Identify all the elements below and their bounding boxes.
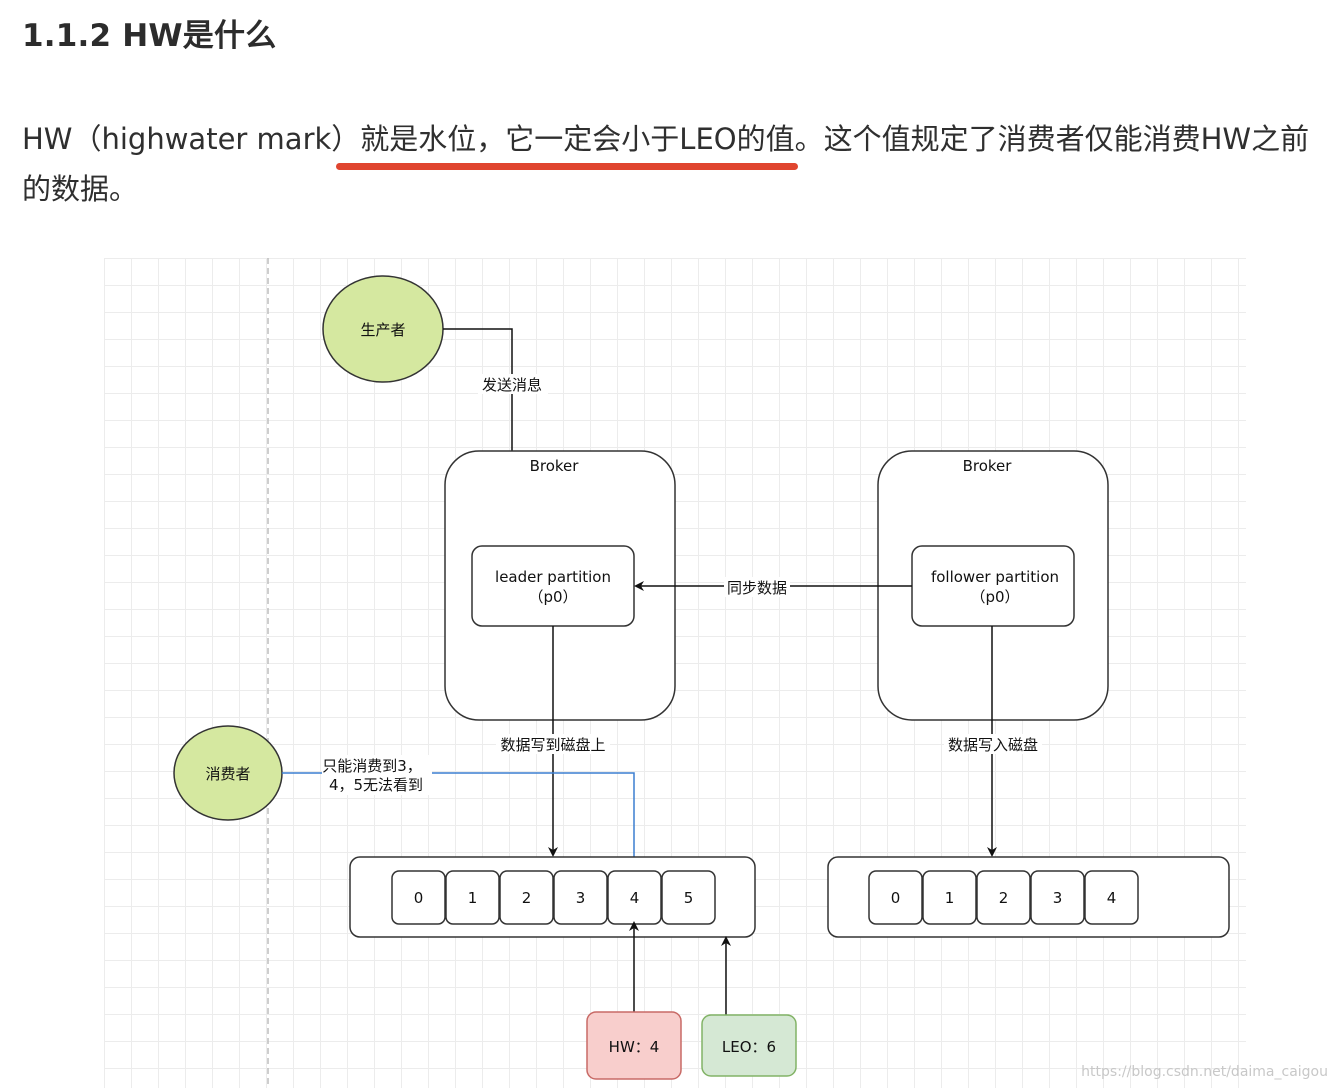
leader-write-label: 数据写到磁盘上 [500,736,605,754]
leader-partition-line1: leader partition [495,568,611,586]
leader-log-cell-label: 2 [522,889,532,907]
follower-log-cell-label: 1 [945,889,955,907]
follower-log-cells: 0 1 2 3 4 [868,870,1139,925]
leader-log-cell-label: 3 [576,889,586,907]
paragraph-line-1: HW（highwater mark）就是水位，它一定会小于LEO的值。这个值规定… [22,122,1310,156]
leader-log-cell [445,870,500,925]
consume-label-line2: 4，5无法看到 [329,776,423,794]
producer-label: 生产者 [360,321,405,339]
follower-partition-line2: （p0） [970,588,1019,606]
follower-log-cell [1084,870,1139,925]
leader-log-cell [391,870,446,925]
follower-write-label: 数据写入磁盘 [948,736,1038,754]
follower-log-cell [1030,870,1085,925]
leader-write-label-bg [496,734,610,754]
leader-log-cell [499,870,554,925]
leader-log-cell-label: 1 [468,889,478,907]
follower-log-cell [868,870,923,925]
follower-log-cell-label: 4 [1107,889,1117,907]
paragraph-line-2: 的数据。 [22,172,139,206]
watermark: https://blog.csdn.net/daima_caigou [1081,1064,1328,1080]
broker-left-label: Broker [530,457,580,475]
follower-log-cell-label: 0 [891,889,901,907]
follower-log-cell [976,870,1031,925]
send-label: 发送消息 [482,376,542,394]
leader-partition-line2: （p0） [528,588,577,606]
consumer-label: 消费者 [205,765,250,783]
follower-partition-line1: follower partition [931,568,1059,586]
leader-partition [471,545,635,627]
follower-partition [911,545,1075,627]
paragraph: HW（highwater mark）就是水位，它一定会小于LEO的值。这个值规定… [22,114,1322,214]
follower-log-cell-label: 3 [1053,889,1063,907]
leo-box [701,1014,797,1077]
section-title: 1.1.2 HW是什么 [22,18,277,54]
leader-log-cell-label: 0 [414,889,424,907]
sync-label-bg [724,577,790,597]
leader-log-cell [661,870,716,925]
leader-log-cell-label: 5 [684,889,694,907]
follower-log-cell-label: 2 [999,889,1009,907]
hw-box [586,1011,682,1080]
follower-write-label-bg [944,734,1042,754]
sync-label: 同步数据 [727,579,787,597]
leader-log-cells: 0 1 2 3 4 5 [391,870,716,925]
leader-log-cell-label: 4 [630,889,640,907]
red-underline [336,163,798,170]
follower-log-cell [922,870,977,925]
consume-label-bg [322,755,432,795]
hw-label: HW：4 [609,1038,660,1056]
consume-label-line1: 只能消费到3， [322,757,422,775]
leader-log-cell [553,870,608,925]
leo-label: LEO：6 [722,1038,776,1056]
broker-right-label: Broker [963,457,1013,475]
send-label-bg [478,374,548,394]
